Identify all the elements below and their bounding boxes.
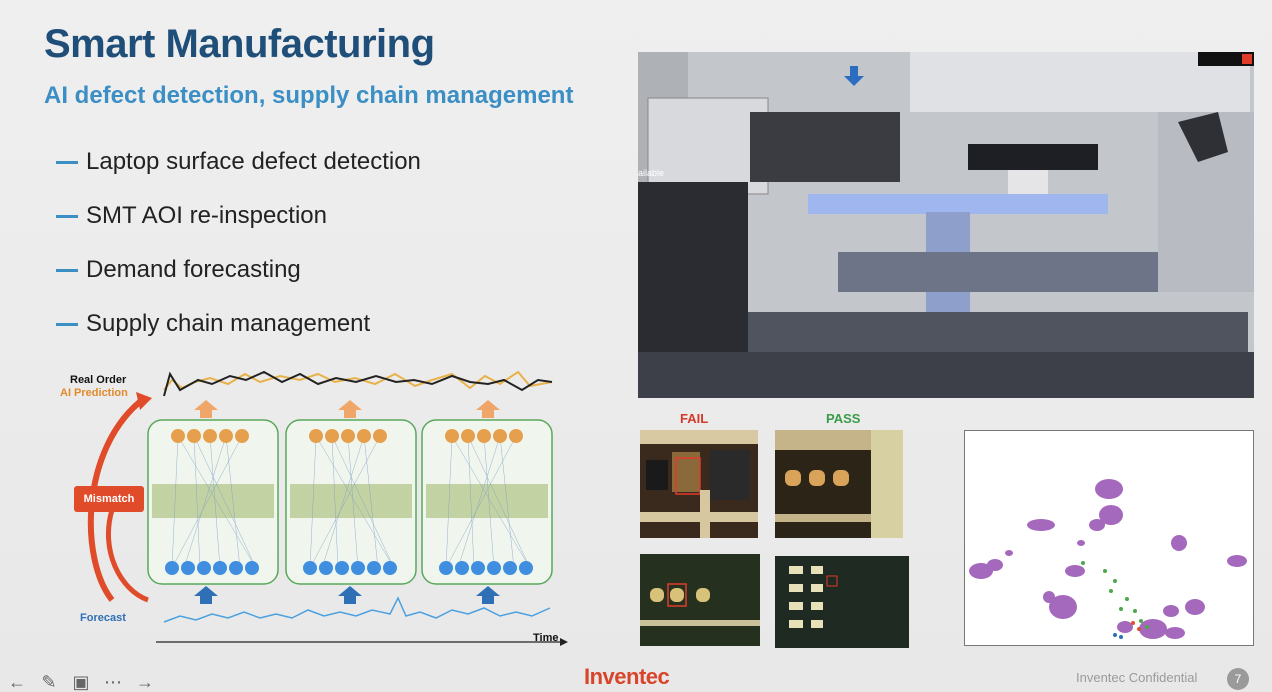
bullet-list: Laptop surface defect detection SMT AOI …: [56, 146, 421, 362]
up-arrow-head: [136, 392, 152, 410]
bullet-item: Demand forecasting: [56, 254, 421, 308]
nn-block-2: [285, 400, 417, 604]
pass-label: PASS: [826, 411, 861, 426]
ai-prediction-label: AI Prediction: [60, 387, 128, 399]
dash-icon: [56, 161, 78, 164]
page-number: 7: [1227, 668, 1249, 690]
bullet-item: Laptop surface defect detection: [56, 146, 421, 200]
pass-aoi-image-2: [775, 556, 909, 648]
down-arrow-curve: [105, 509, 149, 603]
inspection-machine-photo: ailable: [638, 52, 1254, 398]
time-label: Time: [533, 632, 559, 644]
real-order-line: [163, 370, 553, 397]
arrow-left-icon[interactable]: ←: [8, 671, 26, 692]
forecast-diagram: Real Order AI Prediction Mismatch Foreca…: [60, 360, 570, 650]
confidential-label: Inventec Confidential: [1076, 670, 1198, 685]
dash-icon: [56, 269, 78, 272]
scatter-graphic: [969, 479, 1247, 639]
diagram-graphic: [87, 370, 568, 646]
nn-block-3: [421, 400, 553, 604]
machine-graphic: [638, 52, 1254, 398]
mismatch-badge: Mismatch: [74, 486, 144, 512]
pencil-icon[interactable]: ✎: [41, 671, 57, 692]
slide-subtitle: AI defect detection, supply chain manage…: [44, 82, 574, 109]
dash-icon: [56, 323, 78, 326]
company-logo: Inventec: [584, 664, 670, 689]
slides-icon[interactable]: ▣: [72, 671, 90, 692]
slideshow-toolbar: ← ✎ ▣ ⋯ →: [4, 672, 158, 692]
nn-block-1: [147, 400, 279, 604]
fail-aoi-image-2: [640, 554, 760, 646]
bullet-item: Supply chain management: [56, 308, 421, 362]
photo-overlay-text: ailable: [638, 168, 665, 178]
more-icon[interactable]: ⋯: [104, 671, 122, 692]
bullet-item: SMT AOI re-inspection: [56, 200, 421, 254]
real-order-label: Real Order: [70, 374, 127, 386]
pass-aoi-image-1: [775, 430, 903, 538]
dash-icon: [56, 215, 78, 218]
slide-title: Smart Manufacturing: [44, 22, 435, 66]
forecast-label: Forecast: [80, 612, 126, 624]
fail-aoi-image-1: [640, 430, 758, 538]
cluster-scatter-plot: [964, 430, 1254, 646]
fail-label: FAIL: [680, 411, 709, 426]
forecast-line: [163, 596, 551, 623]
arrow-right-icon[interactable]: →: [136, 671, 154, 692]
